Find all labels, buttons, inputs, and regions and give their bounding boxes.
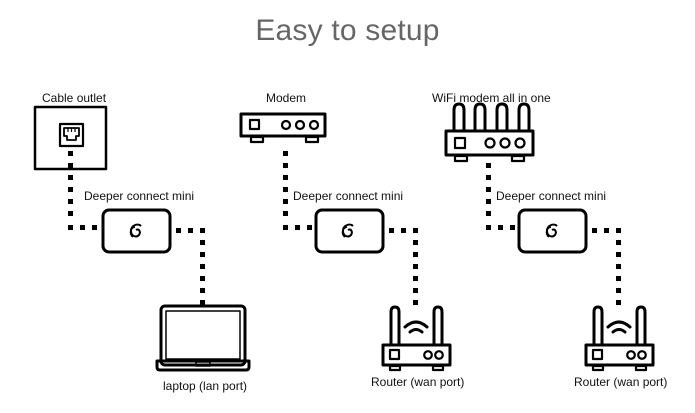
- modem-icon: [239, 112, 327, 144]
- laptop-icon: [155, 304, 251, 372]
- laptop-label: laptop (lan port): [163, 379, 248, 393]
- wifi-modem-label: WiFi modem all in one: [432, 91, 551, 105]
- cable-line-4: [389, 228, 418, 305]
- router-icon: [381, 305, 452, 372]
- cable-line-3: [283, 151, 312, 230]
- cable-line-2: [176, 228, 205, 305]
- router-label-1: Router (wan port): [371, 375, 465, 389]
- deeper-connect-mini-icon-1: [101, 208, 172, 254]
- cable-outlet-label: Cable outlet: [42, 91, 107, 105]
- router-label-2: Router (wan port): [574, 375, 668, 389]
- deeper-connect-mini-label-3: Deeper connect mini: [496, 189, 607, 203]
- modem-label: Modem: [266, 91, 307, 105]
- deeper-connect-mini-label-1: Deeper connect mini: [84, 189, 195, 203]
- router-icon: [584, 305, 655, 372]
- wifi-modem-icon: [444, 102, 535, 163]
- deeper-connect-mini-icon-2: [314, 208, 385, 254]
- page-title: Easy to setup: [255, 14, 440, 47]
- cable-line-1: [68, 151, 97, 230]
- deeper-connect-mini-icon-3: [517, 208, 588, 254]
- deeper-connect-mini-label-2: Deeper connect mini: [293, 189, 404, 203]
- cable-outlet-icon: [33, 105, 108, 171]
- cable-line-6: [592, 228, 621, 305]
- cable-line-5: [486, 163, 515, 230]
